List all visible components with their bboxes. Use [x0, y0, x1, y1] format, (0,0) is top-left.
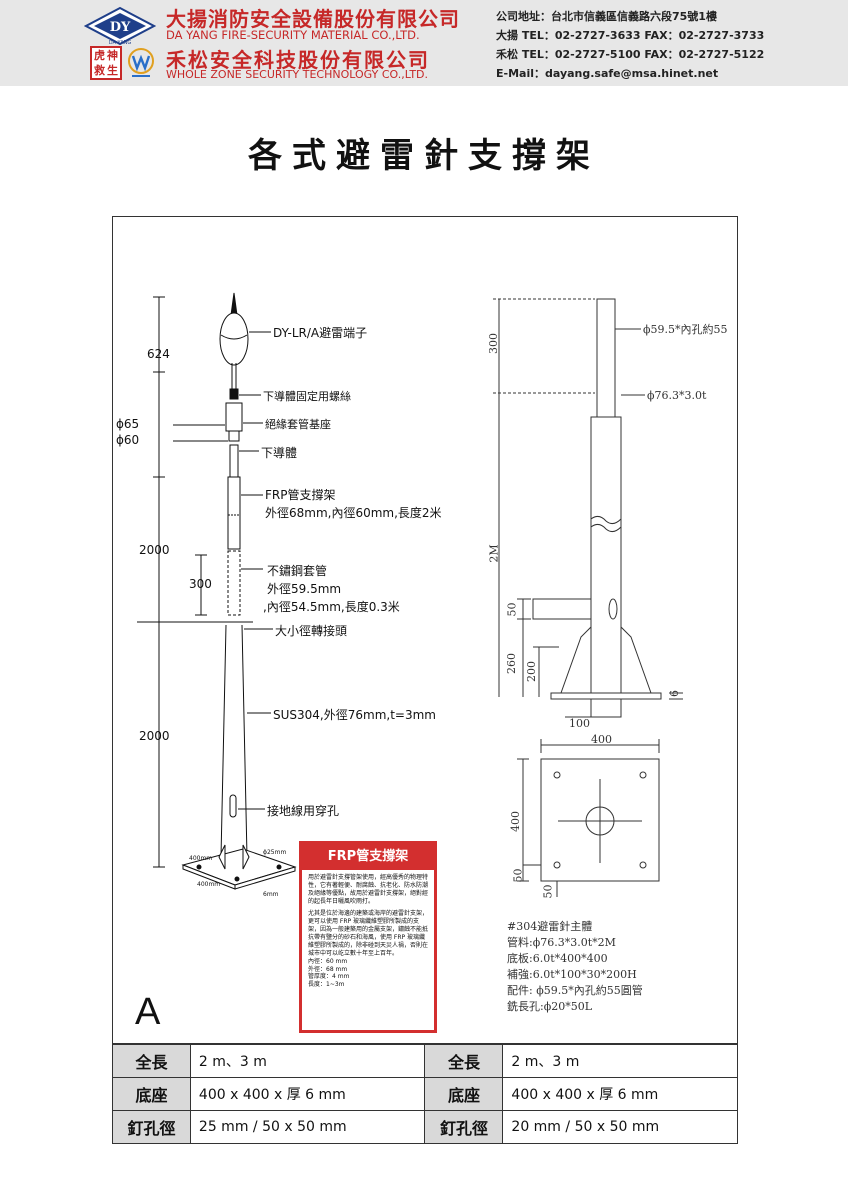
- spec-table: 全長 2 m、3 m 全長 2 m、3 m 底座 400 x 400 x 厚 6…: [112, 1044, 738, 1144]
- dim-2000-top: 2000: [139, 543, 170, 557]
- label-base-side2: 400mm: [197, 881, 221, 888]
- frp-info-para1: 用於避雷針支撐管架使用，經高優秀的物理特性，它有著輕便、耐腐蝕、抗老化、防水防潮…: [308, 874, 429, 905]
- spec-key: 釘孔徑: [112, 1110, 191, 1144]
- base-plate-top-view: [517, 739, 660, 897]
- label-base-thick: 6mm: [263, 891, 279, 898]
- pole-b-notes: #304避雷針主體 管料:ϕ76.3*3.0t*2M 底板:6.0t*400*4…: [507, 919, 643, 1015]
- drawing-frame: 624 ϕ65 ϕ60 2000 300 2000 DY-LR/A避雷端子 下導…: [112, 216, 738, 1044]
- section-letter-a: A: [135, 991, 161, 1033]
- note-slot: 銑長孔:ϕ20*50L: [507, 1000, 593, 1013]
- dim-phi65: ϕ65: [116, 417, 140, 431]
- frp-spec-length: 長度：1~3m: [308, 980, 345, 988]
- dy-diamond-logo-icon: DY DA YANG: [84, 6, 156, 46]
- technical-drawings: [137, 292, 683, 897]
- dim-phi60: ϕ60: [116, 433, 140, 447]
- frp-info-box: FRP管支撐架 用於避雷針支撐管架使用，經高優秀的物理特性，它有著輕便、耐腐蝕、…: [299, 841, 437, 1033]
- note-pipe: 管料:ϕ76.3*3.0t*2M: [507, 936, 616, 949]
- spec-key: 釘孔徑: [424, 1110, 504, 1144]
- note-body: #304避雷針主體: [507, 920, 593, 933]
- dim-300: 300: [189, 577, 212, 591]
- note-accessory: 配件: ϕ59.5*內孔約55圓管: [507, 984, 643, 997]
- page-title: 各式避雷針支撐架: [248, 136, 600, 176]
- note-reinforce: 補強:6.0t*100*30*200H: [507, 968, 637, 981]
- frp-info-title: FRP管支撐架: [302, 844, 434, 870]
- contact-email: E-Mail：dayang.safe@msa.hinet.net: [496, 67, 719, 80]
- spec-key: 全長: [112, 1044, 191, 1078]
- label-insulator: 絕緣套管基座: [265, 418, 331, 431]
- hu-shen-logo-icon: 虎 神 救 生: [90, 46, 122, 80]
- label-base-hole: ϕ25mm: [263, 849, 287, 856]
- dim-b-400-top: 400: [591, 733, 612, 746]
- contact-address: 公司地址：台北市信義區信義路六段75號1樓: [496, 10, 717, 23]
- frp-spec-outer: 外徑：68 mm: [308, 965, 348, 973]
- dim-624: 624: [147, 347, 170, 361]
- table-row: 底座 400 x 400 x 厚 6 mm 底座 400 x 400 x 厚 6…: [112, 1077, 738, 1111]
- dim-b-6: 6: [668, 690, 681, 697]
- contact-whole-zone-phone: 禾松 TEL：02-2727-5100 FAX：02-2727-5122: [496, 48, 765, 61]
- dim-2000-bottom: 2000: [139, 729, 170, 743]
- contact-dayang-phone: 大揚 TEL：02-2727-3633 FAX：02-2727-3733: [496, 29, 765, 42]
- svg-text:DY: DY: [110, 20, 131, 35]
- label-terminal: DY-LR/A避雷端子: [273, 326, 368, 340]
- spec-key: 底座: [112, 1077, 191, 1111]
- header: DY DA YANG 虎 神 救 生 大揚消防安全設備股份有限公司 DA YAN…: [0, 0, 848, 86]
- spec-key: 底座: [424, 1077, 504, 1111]
- table-row: 全長 2 m、3 m 全長 2 m、3 m: [112, 1044, 738, 1078]
- dim-b-260: 260: [505, 653, 518, 674]
- spec-value: 2 m、3 m: [189, 1044, 426, 1078]
- frp-spec-inner: 內徑：60 mm: [308, 958, 348, 965]
- table-row: 釘孔徑 25 mm / 50 x 50 mm 釘孔徑 20 mm / 50 x …: [112, 1110, 738, 1144]
- label-frp-spec: 外徑68mm,內徑60mm,長度2米: [265, 506, 442, 520]
- frp-spec-thickness: 管厚度：4 mm: [308, 973, 350, 980]
- dim-b-400-side: 400: [509, 811, 522, 832]
- dim-b-50a: 50: [511, 868, 525, 883]
- spec-value: 20 mm / 50 x 50 mm: [502, 1110, 738, 1144]
- dim-b-200: 200: [525, 661, 538, 682]
- label-bolt: 下導體固定用螺絲: [263, 390, 351, 403]
- dim-b-300: 300: [487, 333, 500, 354]
- pole-b-side-view: [493, 298, 683, 718]
- pole-a-drawing: [137, 292, 297, 890]
- label-sleeve-title: 不鏽鋼套管: [267, 564, 328, 578]
- dim-b-100: 100: [569, 717, 590, 730]
- svg-text:DA YANG: DA YANG: [109, 40, 132, 46]
- company1-name-zh: 大揚消防安全設備股份有限公司: [166, 7, 460, 31]
- company2-name-en: WHOLE ZONE SECURITY TECHNOLOGY CO.,LTD.: [166, 68, 429, 81]
- spec-value: 400 x 400 x 厚 6 mm: [189, 1077, 426, 1111]
- dim-b-2m: 2M: [487, 544, 501, 563]
- label-frp-title: FRP管支撐架: [265, 488, 336, 502]
- label-reducer: 大小徑轉接頭: [275, 624, 348, 638]
- spec-value: 25 mm / 50 x 50 mm: [189, 1110, 426, 1144]
- label-conductor: 下導體: [261, 446, 298, 460]
- note-base: 底板:6.0t*400*400: [507, 952, 608, 965]
- label-outer-pipe: ϕ76.3*3.0t: [647, 389, 707, 402]
- spec-value: 2 m、3 m: [502, 1044, 738, 1078]
- label-ground-hole: 接地線用穿孔: [267, 804, 340, 818]
- frp-info-para2: 尤其是位於海邊的建築或海岸的避雷針支架，更可以使用 FRP 玻璃纖維塑膠所製成的…: [308, 910, 429, 957]
- dim-b-50b: 50: [541, 884, 555, 899]
- label-inner-pipe: ϕ59.5*內孔約55: [643, 323, 728, 336]
- label-sleeve-od: 外徑59.5mm: [267, 582, 342, 596]
- dim-b-50: 50: [505, 602, 519, 617]
- whole-zone-logo-icon: [128, 48, 154, 77]
- company2-name-zh: 禾松安全科技股份有限公司: [166, 48, 430, 72]
- label-sleeve-id: ,內徑54.5mm,長度0.3米: [263, 600, 400, 614]
- spec-value: 400 x 400 x 厚 6 mm: [502, 1077, 738, 1111]
- label-sus: SUS304,外徑76mm,t=3mm: [273, 708, 436, 722]
- company1-name-en: DA YANG FIRE-SECURITY MATERIAL CO.,LTD.: [166, 28, 420, 42]
- label-base-side1: 400mm: [189, 855, 213, 862]
- spec-key: 全長: [424, 1044, 504, 1078]
